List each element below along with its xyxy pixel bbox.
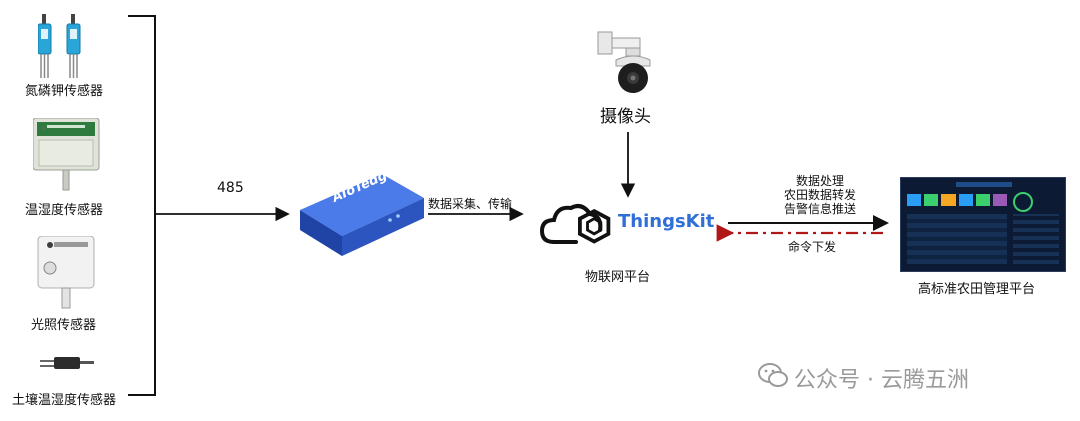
dashboard-gauge	[1013, 192, 1033, 212]
cloud-logo-icon	[540, 204, 611, 244]
forward-line: 数据处理	[795, 174, 844, 188]
bus-label: 485	[217, 180, 244, 196]
sensor-bracket	[128, 15, 156, 396]
sensor-label-soil: 土壤温湿度传感器	[12, 393, 117, 408]
dashboard-label: 高标准农田管理平台	[918, 282, 1036, 297]
camera-label: 摄像头	[600, 107, 651, 127]
watermark-text: 公众号 · 云腾五洲	[794, 368, 969, 393]
sensor-label-temp-humidity: 温湿度传感器	[25, 203, 104, 218]
forward-line: 农田数据转发	[783, 188, 856, 202]
forward-label: 数据处理 农田数据转发 告警信息推送	[770, 174, 870, 216]
dashboard-thumbnail	[900, 177, 1066, 272]
temp-humidity-sensor-icon	[33, 118, 100, 191]
light-sensor-icon	[37, 236, 95, 309]
sensor-label-npk: 氮磷钾传感器	[25, 84, 104, 99]
dashboard-side-panel	[1013, 214, 1059, 264]
npk-sensor-icon	[38, 14, 81, 78]
platform-label: 物联网平台	[585, 270, 651, 285]
command-label: 命令下发	[788, 240, 837, 254]
dashboard-table	[907, 214, 1007, 264]
forward-line: 告警信息推送	[783, 202, 856, 216]
gateway-device-icon	[300, 174, 424, 256]
dashboard-header-bar	[956, 182, 1012, 187]
soil-sensor-icon	[40, 357, 94, 369]
camera-icon	[597, 31, 651, 93]
platform-name: ThingsKit	[618, 211, 715, 232]
wechat-icon	[758, 363, 788, 387]
collect-transmit-label: 数据采集、传输	[428, 197, 513, 211]
sensor-label-light: 光照传感器	[31, 318, 97, 333]
dashboard-tile-row	[907, 194, 1008, 206]
